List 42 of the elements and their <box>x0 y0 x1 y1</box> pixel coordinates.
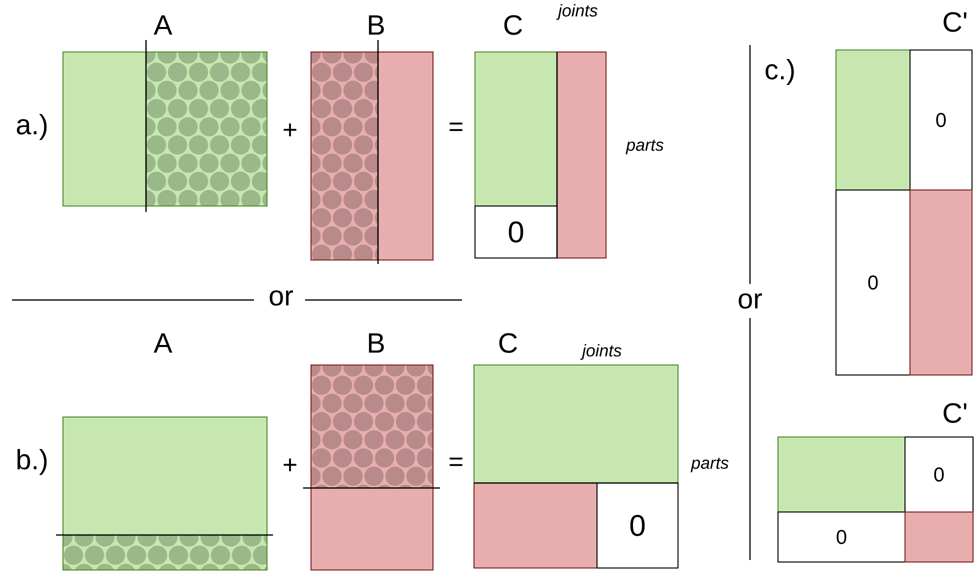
panel-label: a.) <box>14 112 50 142</box>
or-label: or <box>268 289 294 307</box>
or-label: or <box>736 292 764 310</box>
panel-label: b.) <box>14 448 50 476</box>
matrix-block <box>474 364 678 484</box>
matrix-block <box>62 52 146 206</box>
axis-note: joints <box>556 3 599 21</box>
equals-sign: = <box>447 456 465 472</box>
patterned-block <box>62 534 268 570</box>
matrix-block <box>378 52 434 260</box>
axis-note: parts <box>625 138 665 156</box>
equals-sign: = <box>447 122 465 136</box>
axis-note: parts <box>690 456 730 474</box>
plus-sign: + <box>281 122 299 140</box>
matrix-block <box>836 50 910 190</box>
matrix-block <box>910 190 972 376</box>
matrix-label: B <box>366 14 386 36</box>
zero-block: 0 <box>778 512 906 562</box>
matrix-block <box>556 52 606 258</box>
zero-block: 0 <box>910 50 972 190</box>
zero-block: 0 <box>596 482 678 568</box>
matrix-label: A <box>152 332 174 354</box>
patterned-block <box>310 364 434 488</box>
matrix-label: B <box>366 332 386 354</box>
matrix-block <box>310 488 434 570</box>
matrix-label: C' <box>941 11 969 33</box>
zero-block: 0 <box>836 190 910 376</box>
matrix-label: C <box>502 14 524 36</box>
matrix-block <box>904 512 974 562</box>
matrix-block <box>474 52 558 206</box>
matrix-label: C <box>496 332 520 354</box>
patterned-block <box>310 52 378 260</box>
matrix-block <box>778 436 906 512</box>
matrix-block <box>474 482 598 568</box>
axis-note: joints <box>580 343 623 361</box>
zero-block: 0 <box>904 436 974 512</box>
plus-sign: + <box>281 458 299 474</box>
zero-block: 0 <box>474 206 558 258</box>
matrix-label: C' <box>941 402 969 424</box>
matrix-label: A <box>152 14 174 36</box>
patterned-block <box>146 52 268 206</box>
panel-label: c.) <box>763 58 797 86</box>
